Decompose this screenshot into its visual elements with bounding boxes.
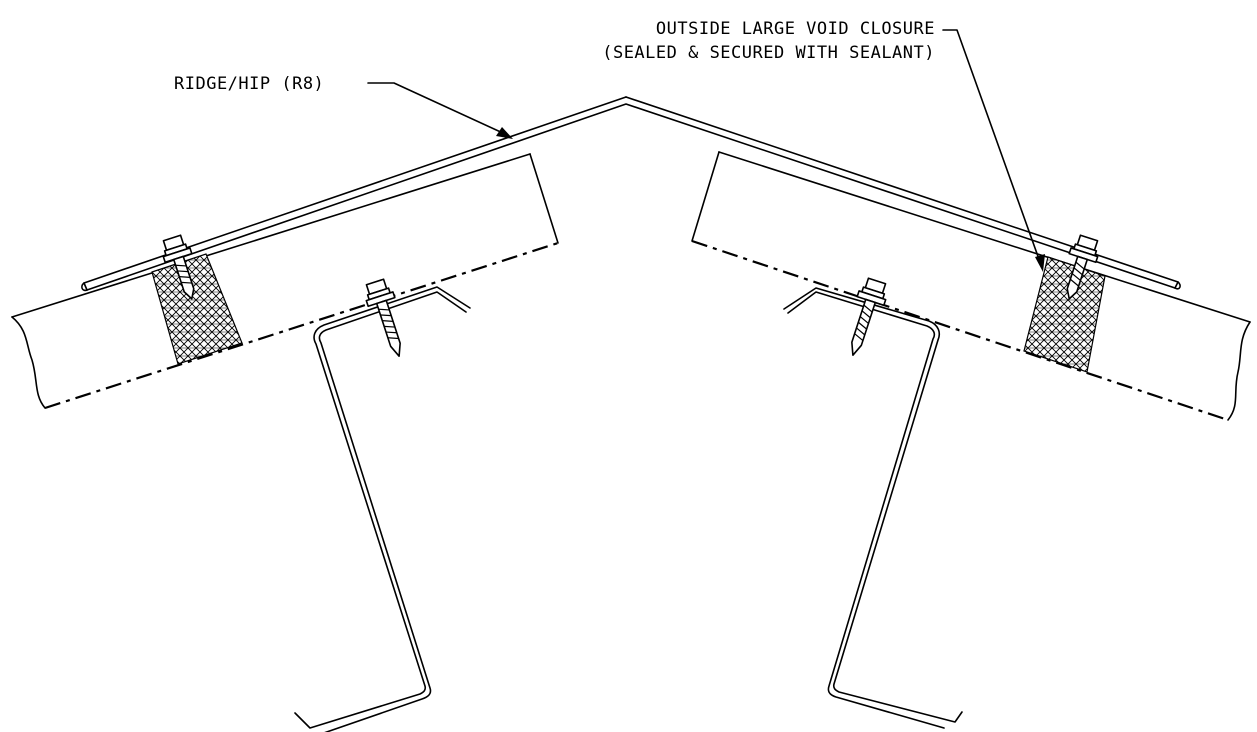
right-z-purlin — [783, 287, 963, 729]
left-roof-panel — [11, 153, 559, 410]
right-foam-closure — [1023, 256, 1106, 373]
left-stitch-screw-icon — [162, 234, 195, 300]
closure-label-line2: (SEALED & SECURED WITH SEALANT) — [602, 43, 935, 63]
ridge-hip-leader — [367, 82, 513, 139]
right-roof-panel — [691, 151, 1251, 422]
right-stitch-screw-icon — [1066, 234, 1099, 300]
right-purlin-screw-icon — [851, 277, 887, 356]
left-foam-closure — [151, 253, 243, 365]
closure-label-line1: OUTSIDE LARGE VOID CLOSURE — [656, 19, 935, 39]
left-z-purlin — [294, 286, 471, 732]
ridge-cap-flashing — [81, 96, 1181, 292]
left-purlin-screw-icon — [365, 278, 401, 357]
ridge-hip-label: RIDGE/HIP (R8) — [174, 74, 324, 94]
closure-leader — [942, 29, 1045, 272]
